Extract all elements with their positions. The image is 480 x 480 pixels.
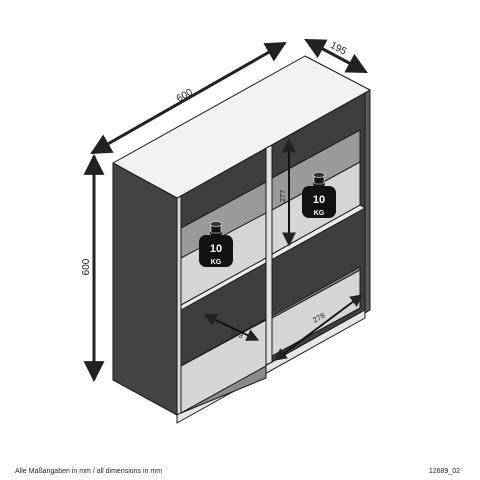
weight-unit: KG <box>211 259 222 266</box>
right-side-panel <box>364 89 371 314</box>
depth-dimension: 195 <box>304 38 368 74</box>
weight-icon: 10 KG <box>199 221 233 267</box>
weight-icon: 10 KG <box>302 172 336 218</box>
cube-shelf <box>112 55 371 424</box>
width-label: 600 <box>175 87 195 105</box>
inner-height-label: 277 <box>278 190 287 203</box>
height-label: 600 <box>81 258 92 275</box>
height-dimension: 600 <box>81 153 105 383</box>
inner-height-dimension: 277 <box>278 138 296 247</box>
weight-unit: KG <box>314 210 325 217</box>
left-side-panel <box>112 162 178 416</box>
dimensions-note: Alle Maßangaben in mm / all dimensions i… <box>15 468 163 475</box>
left-panel-edge <box>176 195 182 416</box>
vertical-divider <box>265 144 273 366</box>
weight-value: 10 <box>210 243 222 255</box>
article-code: 12689_02 <box>428 468 460 475</box>
weight-value: 10 <box>313 194 325 206</box>
